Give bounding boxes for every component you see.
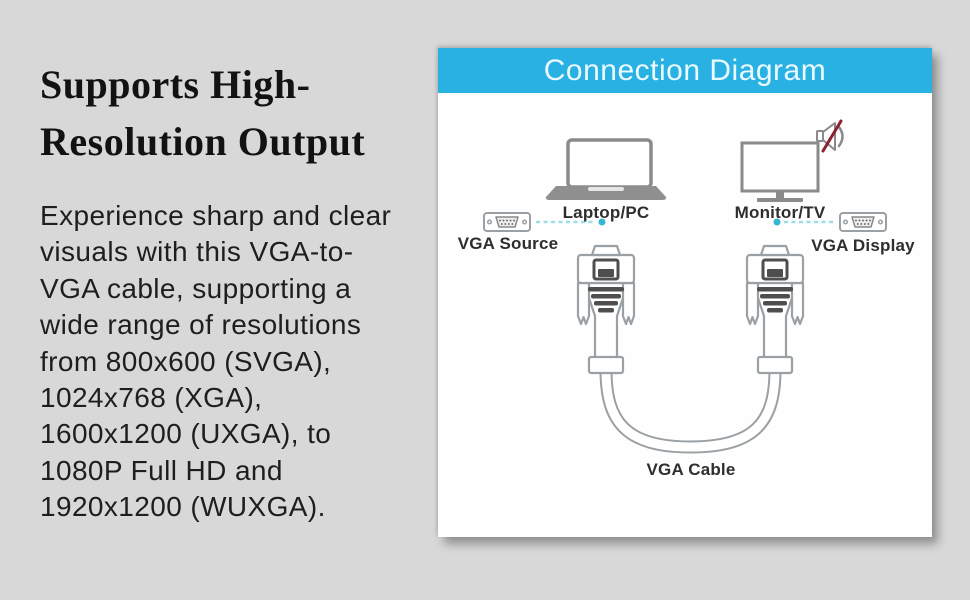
feature-panel: Supports High- Resolution Output Experie… (40, 56, 440, 526)
description-line: visuals with this VGA-to- (40, 236, 354, 268)
description-line: 1080P Full HD and (40, 454, 283, 486)
feature-heading: Supports High- Resolution Output (40, 56, 440, 170)
monitor-label: Monitor/TV (734, 203, 826, 222)
laptop-icon (545, 138, 667, 200)
dashed-connection-line-right (773, 218, 836, 226)
laptop-label: Laptop/PC (562, 203, 650, 222)
vga-connector-left-icon (576, 244, 636, 375)
description-line: from 800x600 (SVGA), (40, 345, 332, 377)
description-line: 1920x1200 (WUXGA). (40, 491, 326, 523)
vga-connector-right-icon (745, 244, 805, 375)
description-line: 1600x1200 (UXGA), to (40, 418, 332, 450)
description-line: 1024x768 (XGA), (40, 382, 263, 414)
feature-description: Experience sharp and clear visuals with … (40, 198, 440, 526)
connection-diagram (483, 119, 887, 454)
vga-display-port-icon (839, 212, 887, 232)
muted-speaker-icon (816, 119, 844, 153)
vga-cable-label: VGA Cable (646, 460, 736, 479)
connection-diagram-card: Connection Diagram (438, 48, 932, 537)
dashed-connection-line-left (536, 218, 606, 226)
description-line: VGA cable, supporting a (40, 272, 352, 304)
heading-line: Supports High- (40, 62, 311, 107)
vga-source-label: VGA Source (457, 234, 559, 253)
card-title: Connection Diagram (543, 53, 827, 87)
monitor-icon (740, 141, 820, 202)
heading-line: Resolution Output (40, 119, 366, 164)
vga-display-label: VGA Display (811, 236, 915, 255)
description-line: wide range of resolutions (40, 309, 362, 341)
description-line: Experience sharp and clear (40, 200, 392, 231)
card-title-bar: Connection Diagram (438, 48, 932, 93)
vga-cable-icon (599, 369, 782, 454)
vga-source-port-icon (483, 212, 531, 232)
